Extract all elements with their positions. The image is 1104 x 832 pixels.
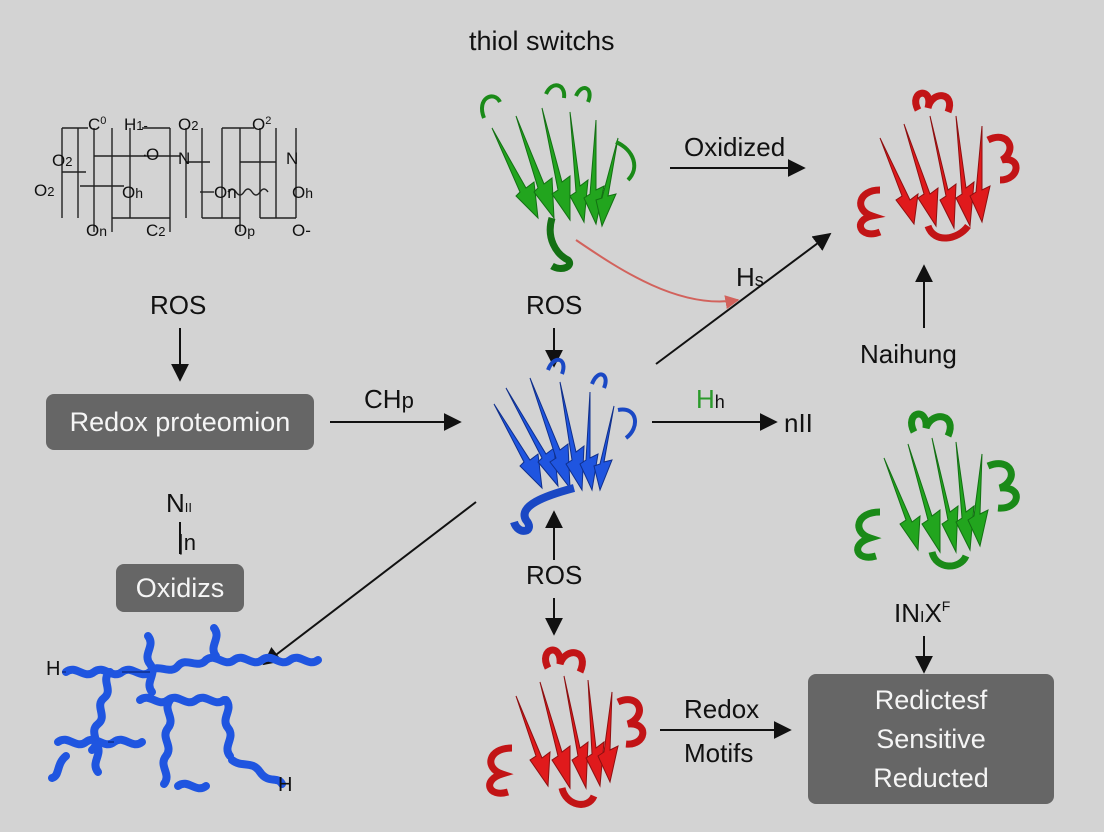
naihung-label: Naihung xyxy=(860,339,957,369)
red-protein-top-right xyxy=(857,89,1020,242)
oxidizs-box: Oxidizs xyxy=(116,564,244,612)
blue-helix-network xyxy=(48,624,322,793)
svg-text:N: N xyxy=(286,149,298,168)
svg-text:O2: O2 xyxy=(34,181,54,200)
reduced-box-line2: Sensitive xyxy=(876,723,986,754)
n-label-top: NII xyxy=(166,488,193,518)
redox-proteomion-box: Redox proteomion xyxy=(46,394,314,450)
n-label-bottom: |n xyxy=(178,530,196,555)
svg-text:O2: O2 xyxy=(178,115,198,134)
svg-text:H1-: H1- xyxy=(124,115,148,134)
hs-label: Hs xyxy=(736,262,764,292)
redox-motifs-line1: Redox xyxy=(684,694,760,724)
nil-label: nII xyxy=(784,408,813,438)
oxidizs-text: Oxidizs xyxy=(135,572,225,603)
reduced-box-line1: Redictesf xyxy=(874,684,988,715)
svg-text:On: On xyxy=(214,183,237,202)
redox-proteomion-text: Redox proteomion xyxy=(69,406,291,437)
svg-text:Op: Op xyxy=(234,221,255,240)
ros-label-left: ROS xyxy=(150,290,207,320)
svg-text:Oh: Oh xyxy=(122,183,143,202)
helix-connectors xyxy=(62,671,150,743)
arrows xyxy=(171,159,933,739)
h-label-right: H xyxy=(278,774,293,796)
ros-label-top-center: ROS xyxy=(526,290,583,320)
svg-text:O-: O- xyxy=(292,221,311,240)
oxidized-label: Oxidized xyxy=(684,132,786,162)
svg-text:On: On xyxy=(86,221,107,240)
chemical-structure xyxy=(61,127,297,232)
green-protein-right xyxy=(854,410,1020,570)
red-curve-arrow xyxy=(575,239,740,310)
red-protein-bottom xyxy=(486,646,647,808)
hh-label: Hh xyxy=(696,384,725,414)
diagram-title: thiol switchs xyxy=(469,26,615,56)
arrow-blue-to-blue-helix xyxy=(262,501,477,666)
reduced-box-line3: Reducted xyxy=(873,762,989,793)
inixf-label: INIXF xyxy=(894,598,951,628)
redox-motifs-line2: Motifs xyxy=(684,738,754,768)
arrow-blue-to-red-top xyxy=(655,232,832,365)
svg-text:O: O xyxy=(146,145,159,164)
svg-text:O2: O2 xyxy=(52,151,72,170)
svg-text:C0: C0 xyxy=(88,115,106,134)
chp-label: CHp xyxy=(364,384,414,414)
svg-text:·: · xyxy=(142,145,148,164)
svg-text:O2: O2 xyxy=(252,115,271,134)
h-label-left: H xyxy=(46,658,61,680)
chemical-structure-labels: C0 H1- O2 O2 O2 O2 · O N N Oh On Oh On C… xyxy=(34,115,313,240)
svg-text:N: N xyxy=(178,149,190,168)
reduced-sensitive-box: Redictesf Sensitive Reducted xyxy=(808,674,1054,804)
svg-text:C2: C2 xyxy=(146,221,166,240)
svg-text:Oh: Oh xyxy=(292,183,313,202)
blue-protein-center xyxy=(493,358,637,535)
green-protein-top xyxy=(480,83,637,272)
ros-label-mid-center: ROS xyxy=(526,560,583,590)
